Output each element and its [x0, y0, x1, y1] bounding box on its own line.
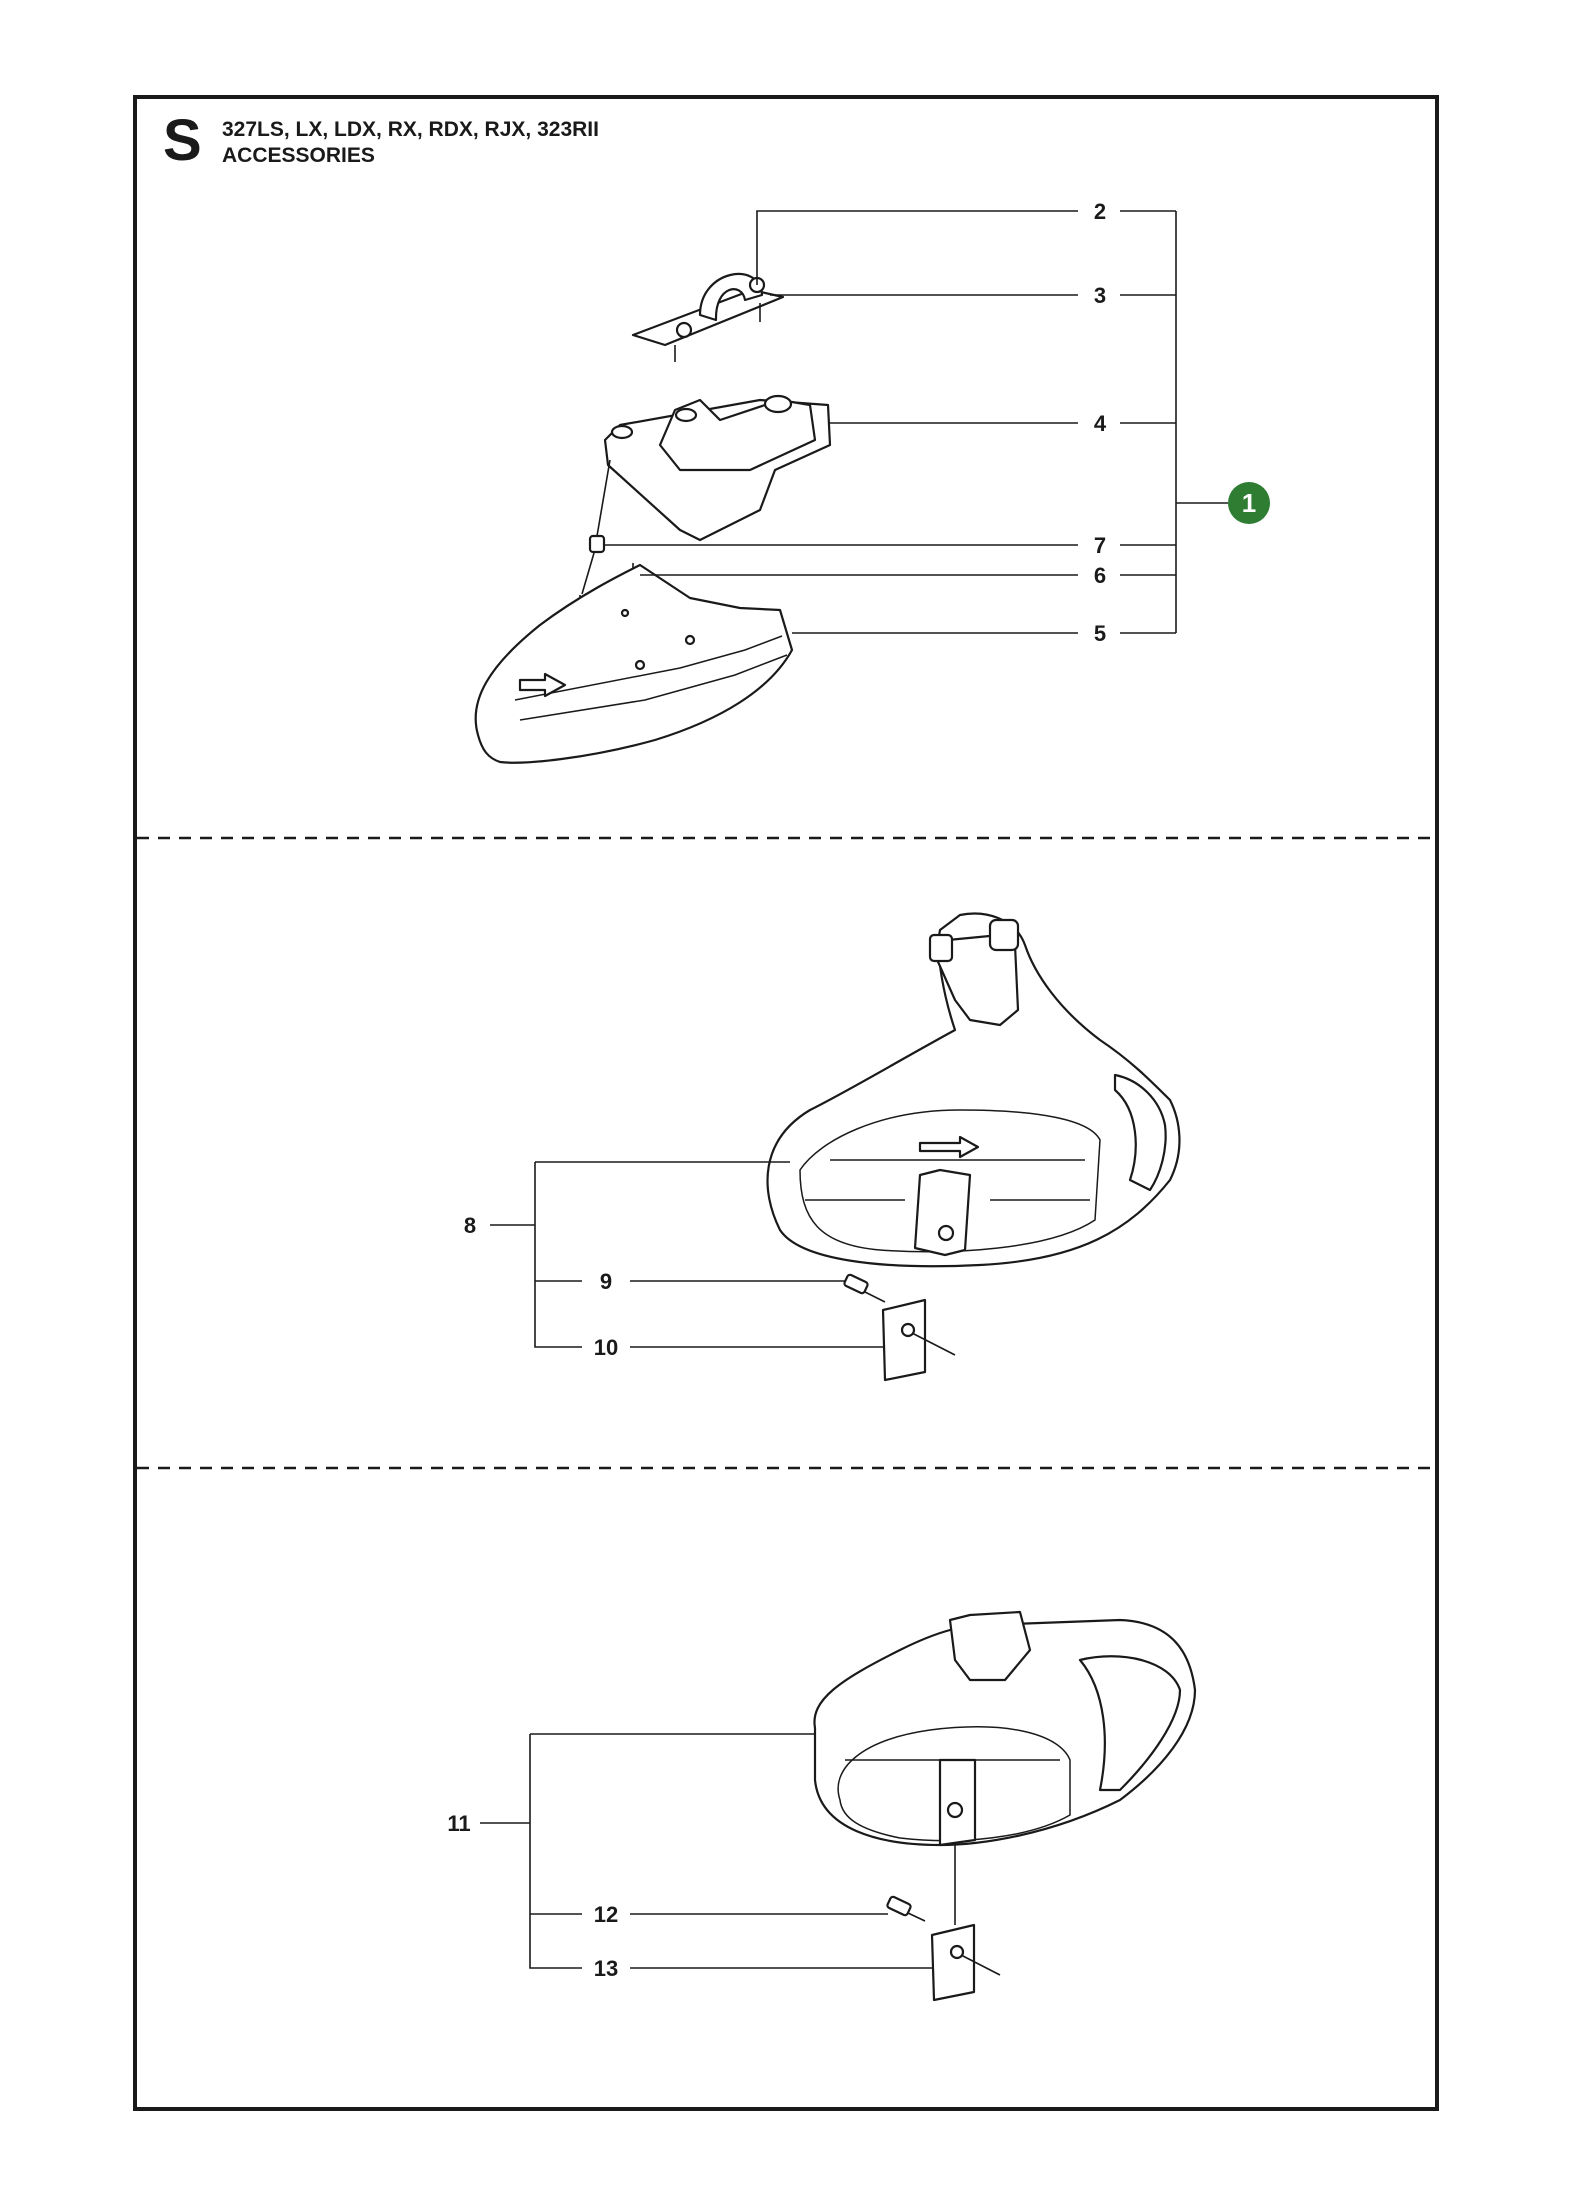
header-models: 327LS, LX, LDX, RX, RDX, RJX, 323RII — [222, 118, 599, 141]
callout-2: 2 — [1094, 199, 1106, 224]
page-frame — [133, 95, 1439, 2111]
trimmer-guard-small — [474, 563, 794, 764]
callout-8: 8 — [464, 1213, 476, 1238]
leader-lines-section3 — [480, 1733, 932, 1969]
leader-lines-section2 — [490, 1161, 883, 1348]
header-title: ACCESSORIES — [222, 144, 375, 167]
callout-3: 3 — [1094, 283, 1106, 308]
callout-6: 6 — [1094, 563, 1106, 588]
callout-12: 12 — [594, 1902, 618, 1927]
callout-11: 11 — [447, 1811, 470, 1836]
callout-7: 7 — [1094, 533, 1106, 558]
screw-9 — [843, 1273, 886, 1303]
callout-4: 4 — [1094, 411, 1107, 436]
guard-holder — [603, 394, 832, 542]
callout-10: 10 — [594, 1335, 618, 1360]
kit-number-badge: 1 — [1228, 482, 1270, 524]
clamp-bracket — [631, 272, 785, 347]
callout-9: 9 — [600, 1269, 612, 1294]
clamp-screws — [674, 303, 761, 362]
callout-13: 13 — [594, 1956, 618, 1981]
blade-guard — [813, 1610, 1197, 1847]
screw-12 — [886, 1895, 926, 1922]
blade-plate-10 — [881, 1298, 956, 1382]
svg-text:1: 1 — [1242, 488, 1256, 518]
blade-plate-13 — [930, 1845, 1001, 2002]
leader-lines-kit — [604, 210, 1228, 634]
spacer-sleeve — [588, 459, 611, 554]
trimmer-guard-large — [766, 912, 1181, 1268]
callout-5: 5 — [1094, 621, 1106, 646]
section-letter: S — [163, 108, 202, 173]
